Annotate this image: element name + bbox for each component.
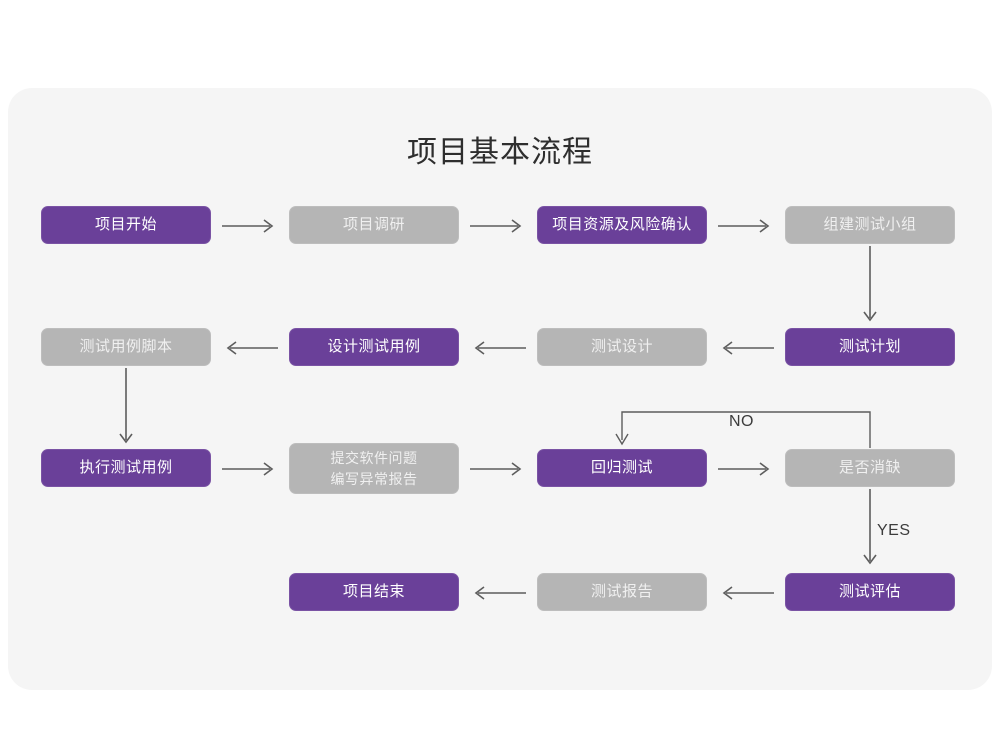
arrow-n5-n6: [716, 338, 776, 358]
node-project-end[interactable]: 项目结束: [289, 573, 459, 611]
arrow-n6-n7: [468, 338, 528, 358]
edge-label-no: NO: [729, 413, 754, 430]
arrow-n3-n4: [716, 216, 776, 236]
node-test-report[interactable]: 测试报告: [537, 573, 707, 611]
page-title: 项目基本流程: [407, 136, 593, 169]
arrow-n11-n12: [716, 459, 776, 479]
node-test-design[interactable]: 测试设计: [537, 328, 707, 366]
node-execute-test-case[interactable]: 执行测试用例: [41, 449, 211, 487]
arrow-n9-n10: [220, 459, 280, 479]
arrow-n8-n9: [116, 368, 136, 450]
arrow-n7-n8: [220, 338, 280, 358]
node-project-research[interactable]: 项目调研: [289, 206, 459, 244]
arrow-n2-n3: [468, 216, 528, 236]
node-defect-resolved-decision[interactable]: 是否消缺: [785, 449, 955, 487]
node-design-test-case[interactable]: 设计测试用例: [289, 328, 459, 366]
arrow-n13-n14: [716, 583, 776, 603]
edge-no-loop: [612, 406, 882, 450]
node-test-case-script[interactable]: 测试用例脚本: [41, 328, 211, 366]
node-project-start[interactable]: 项目开始: [41, 206, 211, 244]
node-test-plan[interactable]: 测试计划: [785, 328, 955, 366]
arrow-n12-n13: [860, 489, 880, 571]
arrow-n10-n11: [468, 459, 528, 479]
arrow-n14-n15: [468, 583, 528, 603]
edge-label-yes: YES: [877, 522, 911, 539]
arrow-n1-n2: [220, 216, 280, 236]
node-build-test-team[interactable]: 组建测试小组: [785, 206, 955, 244]
node-regression-test[interactable]: 回归测试: [537, 449, 707, 487]
node-test-evaluation[interactable]: 测试评估: [785, 573, 955, 611]
node-submit-issue-report[interactable]: 提交软件问题 编写异常报告: [289, 443, 459, 494]
arrow-n4-n5: [860, 246, 880, 328]
node-resource-risk-confirm[interactable]: 项目资源及风险确认: [537, 206, 707, 244]
